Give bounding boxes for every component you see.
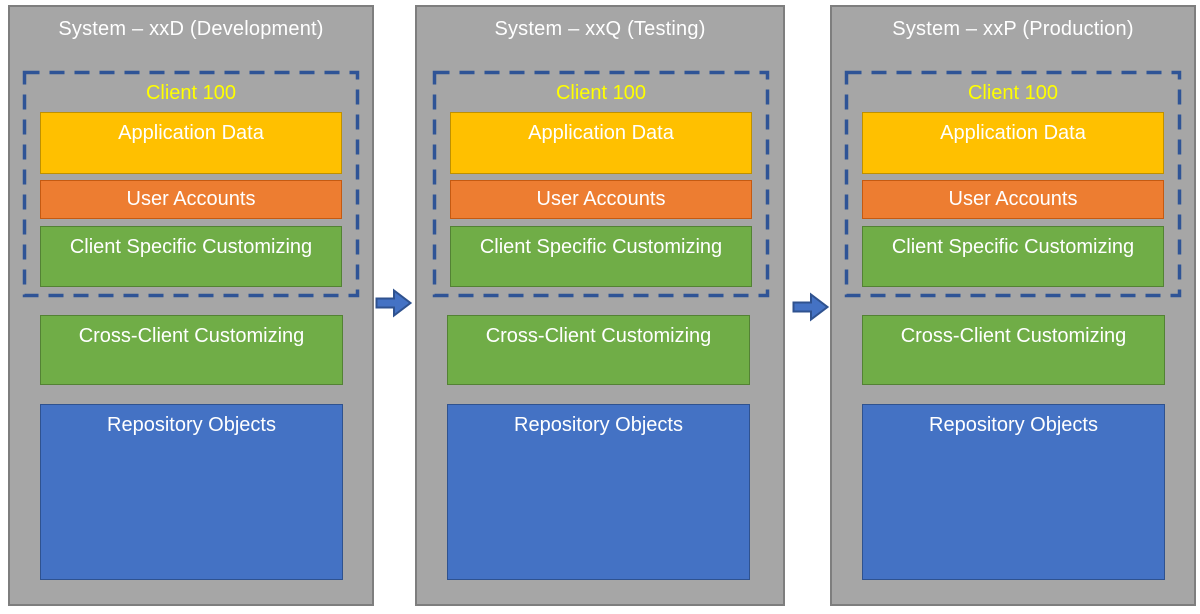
cross-client-customizing-label: Cross-Client Customizing: [78, 325, 305, 347]
application-data-label: Application Data: [940, 122, 1086, 144]
client-specific-customizing-box: Client Specific Customizing: [450, 226, 752, 287]
dashed-border: [22, 70, 360, 298]
application-data-label: Application Data: [118, 122, 264, 144]
system-panel-testing: System – xxQ (Testing) Client 100 Applic…: [415, 5, 785, 606]
client-label: Client 100: [145, 82, 237, 104]
dashed-border: [844, 70, 1182, 298]
cross-client-customizing-box: Cross-Client Customizing: [447, 315, 750, 385]
user-accounts-box: User Accounts: [40, 180, 342, 219]
client-100-boundary: Client 100 Application Data User Account…: [432, 70, 770, 298]
panel-title-production: System – xxP (Production): [892, 18, 1134, 40]
repository-objects-label: Repository Objects: [929, 414, 1098, 436]
repository-objects-box: Repository Objects: [862, 404, 1165, 580]
user-accounts-label: User Accounts: [536, 188, 666, 210]
cross-client-customizing-label: Cross-Client Customizing: [900, 325, 1127, 347]
repository-objects-label: Repository Objects: [514, 414, 683, 436]
cross-client-customizing-box: Cross-Client Customizing: [40, 315, 343, 385]
user-accounts-label: User Accounts: [948, 188, 1078, 210]
user-accounts-box: User Accounts: [862, 180, 1164, 219]
transport-arrow-test-to-prod-icon: [792, 292, 830, 322]
user-accounts-label: User Accounts: [126, 188, 256, 210]
client-specific-customizing-label: Client Specific Customizing: [891, 236, 1135, 258]
client-label: Client 100: [967, 82, 1059, 104]
user-accounts-box: User Accounts: [450, 180, 752, 219]
client-label: Client 100: [555, 82, 647, 104]
application-data-label: Application Data: [528, 122, 674, 144]
panel-title-testing: System – xxQ (Testing): [494, 18, 706, 40]
client-specific-customizing-label: Client Specific Customizing: [69, 236, 313, 258]
application-data-box: Application Data: [40, 112, 342, 174]
client-specific-customizing-box: Client Specific Customizing: [862, 226, 1164, 287]
dashed-border: [432, 70, 770, 298]
system-panel-development: System – xxD (Development) Client 100 Ap…: [8, 5, 374, 606]
system-panel-production: System – xxP (Production) Client 100 App…: [830, 5, 1196, 606]
transport-arrow-dev-to-test-icon: [375, 288, 413, 318]
cross-client-customizing-box: Cross-Client Customizing: [862, 315, 1165, 385]
panel-title-development: System – xxD (Development): [58, 18, 324, 40]
application-data-box: Application Data: [862, 112, 1164, 174]
repository-objects-box: Repository Objects: [447, 404, 750, 580]
repository-objects-label: Repository Objects: [107, 414, 276, 436]
client-100-boundary: Client 100 Application Data User Account…: [844, 70, 1182, 298]
application-data-box: Application Data: [450, 112, 752, 174]
client-specific-customizing-label: Client Specific Customizing: [479, 236, 723, 258]
client-100-boundary: Client 100 Application Data User Account…: [22, 70, 360, 298]
repository-objects-box: Repository Objects: [40, 404, 343, 580]
cross-client-customizing-label: Cross-Client Customizing: [485, 325, 712, 347]
client-specific-customizing-box: Client Specific Customizing: [40, 226, 342, 287]
